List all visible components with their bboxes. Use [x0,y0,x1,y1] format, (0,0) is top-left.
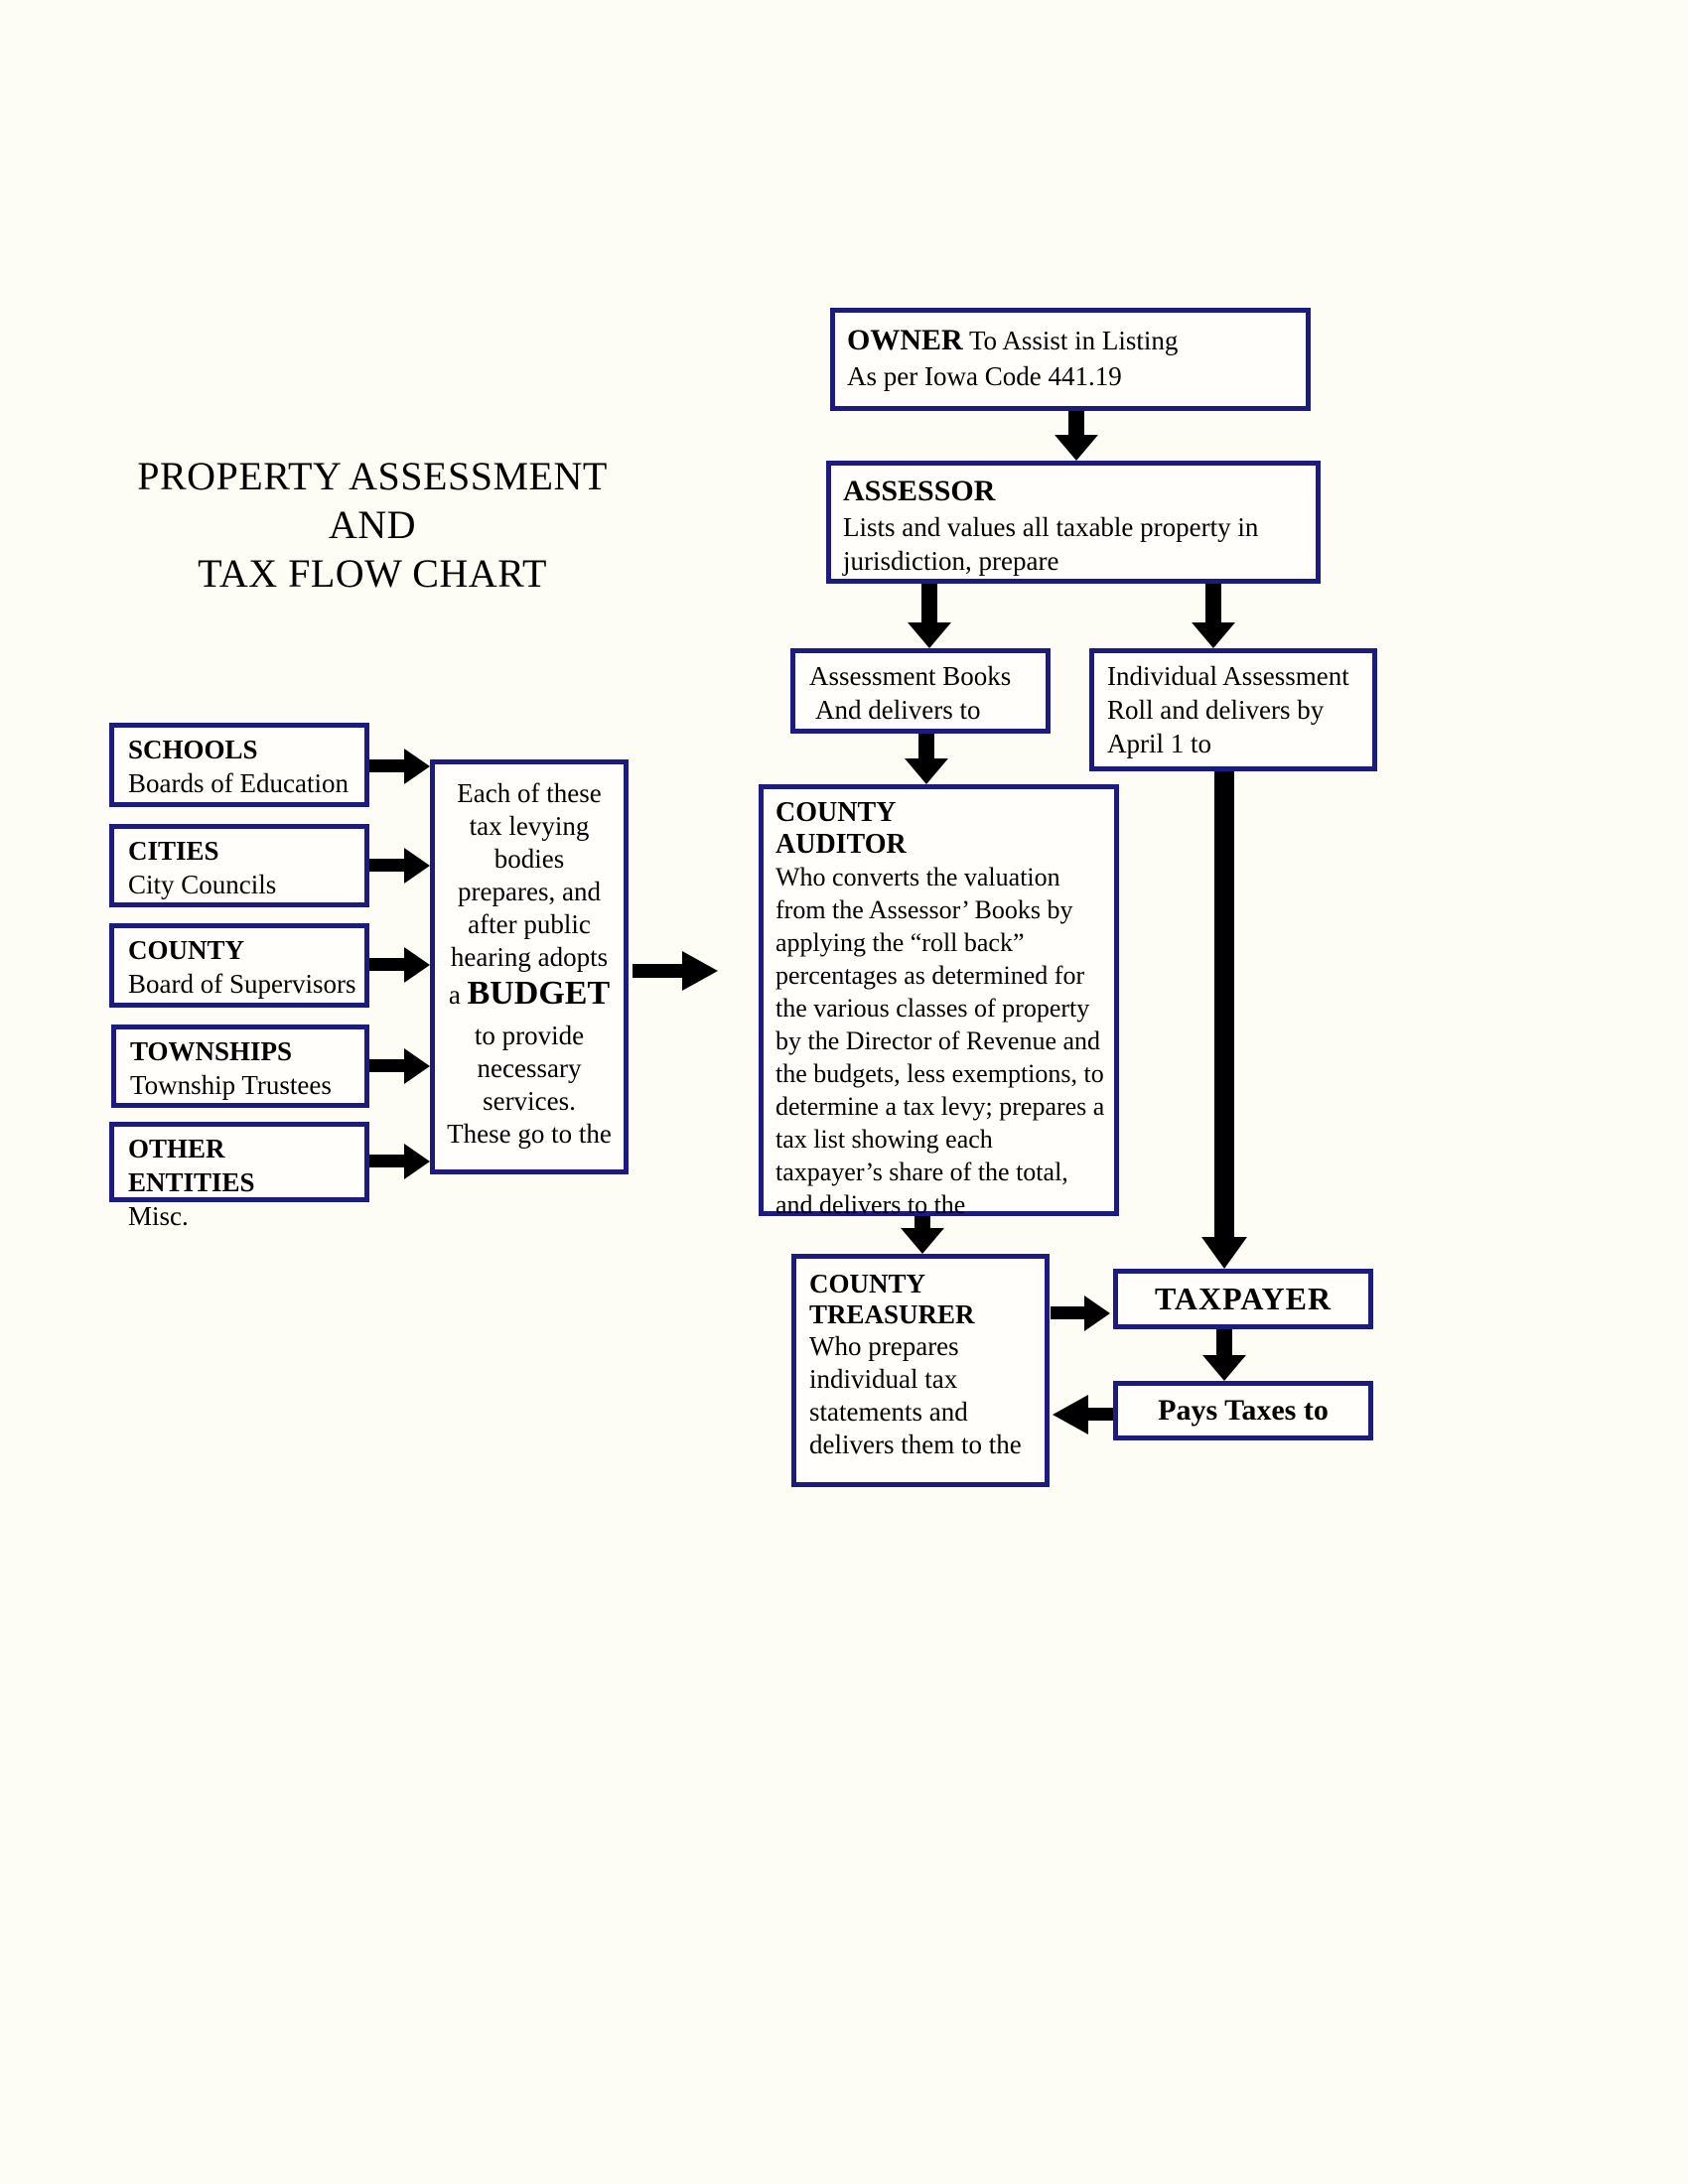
arrow-cities-to-budget [369,846,430,886]
cities-subtitle: City Councils [128,870,277,899]
arrow-pays-taxes-to-treasurer [1053,1395,1113,1434]
arrow-other-entities-to-budget [369,1142,430,1181]
budget-line: prepares, and [458,877,601,906]
arrow-schools-to-budget [369,747,430,786]
arrow-owner-to-assessor [1055,411,1098,461]
county-auditor-body: Who converts the valuation from the Asse… [775,863,1105,1219]
arrow-treasurer-to-taxpayer [1051,1294,1110,1333]
owner-heading: OWNER [847,324,963,356]
individual-assessment-roll-body: Individual Assessment Roll and delivers … [1107,661,1349,758]
county-treasurer-heading-line2: TREASURER [809,1299,975,1329]
budget-line: Each of these [457,778,602,808]
townships-subtitle: Township Trustees [130,1070,332,1100]
pays-taxes-label: Pays Taxes to [1158,1394,1329,1427]
arrow-townships-to-budget [369,1046,430,1086]
flow-node-owner: OWNER To Assist in Listing As per Iowa C… [830,308,1311,411]
schools-subtitle: Boards of Education [128,768,349,798]
budget-line: necessary [477,1053,582,1083]
cities-heading: CITIES [128,836,219,866]
budget-line: services. [483,1086,576,1116]
county-subtitle: Board of Supervisors [128,969,356,999]
county-auditor-heading-line2: AUDITOR [775,829,907,860]
flow-node-assessor: ASSESSOR Lists and values all taxable pr… [826,461,1321,584]
arrow-assessment-books-to-auditor [905,734,948,784]
flow-node-county-treasurer: COUNTY TREASURER Who prepares individual… [791,1254,1050,1487]
budget-line: hearing adopts [450,942,609,972]
budget-emphasis-word: BUDGET [467,975,611,1012]
budget-line: bodies [493,844,565,874]
flow-node-individual-assessment-roll: Individual Assessment Roll and delivers … [1089,648,1377,771]
county-heading: COUNTY [128,935,245,965]
townships-heading: TOWNSHIPS [130,1036,293,1066]
arrow-assessor-to-individual-assessment [1192,584,1235,648]
county-treasurer-heading-line1: COUNTY [809,1269,926,1298]
flow-node-budget: Each of these tax levying bodies prepare… [430,759,629,1174]
county-auditor-heading-line1: COUNTY [775,797,897,828]
flow-node-assessment-books: Assessment Books And delivers to [790,648,1051,734]
flow-node-pays-taxes: Pays Taxes to [1113,1381,1373,1440]
page-title-line1: PROPERTY ASSESSMENT [137,454,608,498]
owner-heading-suffix: To Assist in Listing [962,326,1179,355]
assessment-books-line2: And delivers to [815,695,981,725]
arrow-assessor-to-assessment-books [908,584,951,648]
flow-node-cities: CITIES City Councils [109,824,369,907]
arrow-auditor-to-treasurer [901,1216,944,1254]
owner-line2: As per Iowa Code 441.19 [847,361,1122,391]
budget-emphasis-line: a BUDGET [439,974,620,1020]
flow-node-other-entities: OTHER ENTITIES Misc. [109,1122,369,1231]
arrow-individual-assessment-to-taxpayer [1201,771,1247,1269]
flow-node-townships: TOWNSHIPS Township Trustees [111,1024,369,1108]
arrow-taxpayer-to-pays-taxes [1202,1329,1246,1381]
assessor-body: Lists and values all taxable property in… [843,512,1259,576]
other-entities-subtitle: Misc. [128,1201,189,1231]
schools-heading: SCHOOLS [128,735,258,764]
budget-line: to provide [474,1021,585,1050]
flow-node-taxpayer: TAXPAYER [1113,1269,1373,1329]
flow-node-county-auditor: COUNTY AUDITOR Who converts the valuatio… [759,784,1119,1219]
page-title-line2: AND [328,502,417,547]
budget-emphasis-prefix: a [448,980,468,1010]
owner-line1: OWNER To Assist in Listing [847,322,1294,359]
assessment-books-line1: Assessment Books [809,661,1012,691]
assessor-heading: ASSESSOR [843,475,996,507]
page-title: PROPERTY ASSESSMENT AND TAX FLOW CHART [114,452,631,598]
arrow-county-to-budget [369,945,430,985]
page-title-line3: TAX FLOW CHART [198,551,547,596]
arrow-budget-to-auditor [633,951,718,991]
budget-line: tax levying [469,811,590,841]
budget-line: after public [468,909,591,939]
taxpayer-label: TAXPAYER [1154,1281,1333,1316]
flow-node-schools: SCHOOLS Boards of Education [109,723,369,807]
budget-line: These go to the [447,1119,612,1149]
other-entities-heading: OTHER ENTITIES [128,1134,255,1197]
county-treasurer-body: Who prepares individual tax statements a… [809,1331,1022,1459]
flow-node-county: COUNTY Board of Supervisors [109,923,369,1008]
